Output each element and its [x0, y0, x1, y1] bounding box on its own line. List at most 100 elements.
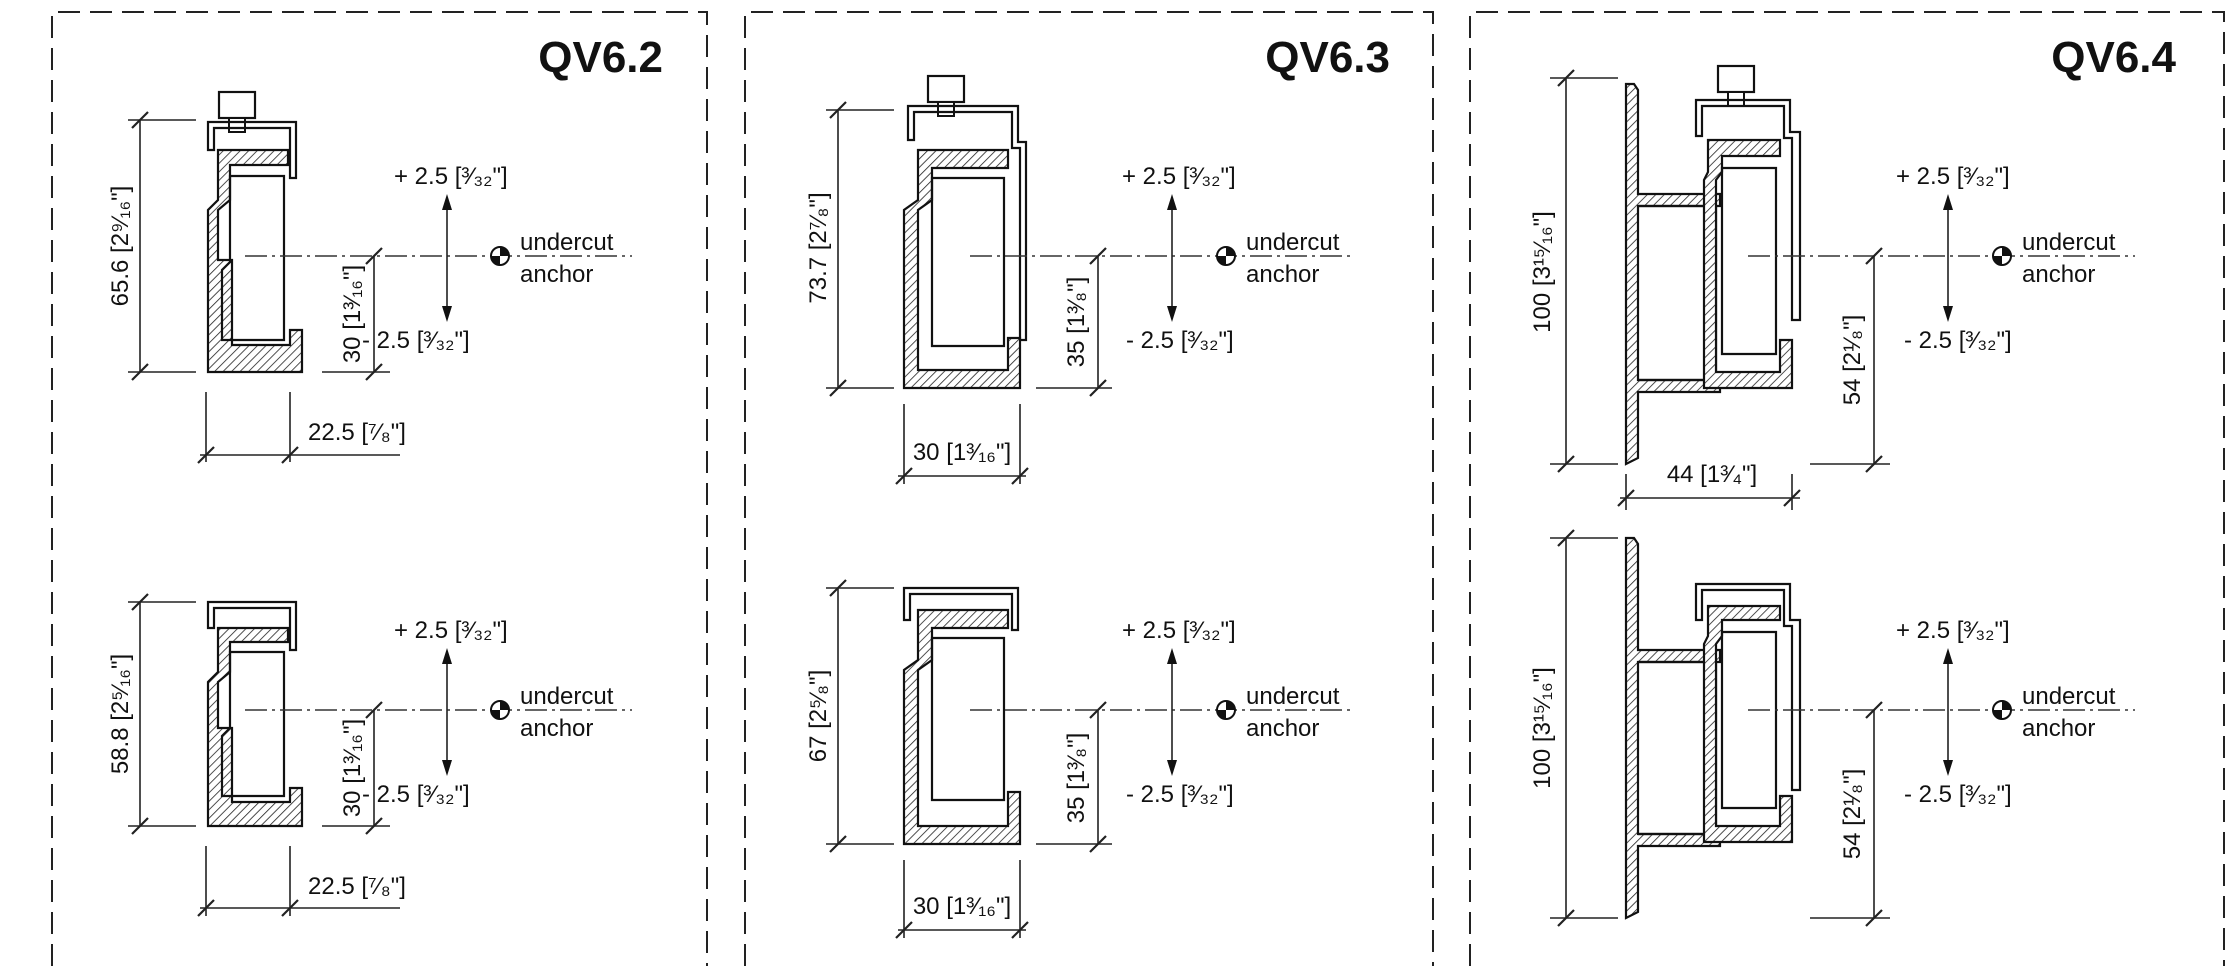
- panel-title: QV6.4: [2051, 33, 2176, 82]
- dim-height-bottom: 100 [3¹⁵⁄₁₆"]: [1529, 529, 1618, 927]
- panel-title: QV6.2: [538, 33, 663, 82]
- profile-section: [206, 626, 304, 828]
- panel-frame: [744, 11, 1434, 966]
- inner-outline: [220, 174, 286, 342]
- anchor-label-line2: anchor: [1246, 261, 1319, 288]
- height-label: 100 [3¹⁵⁄₁₆"]: [1529, 211, 1556, 333]
- anchor-label-line1: undercut: [520, 229, 614, 256]
- dim-width-top: 30 [1³⁄₁₆"]: [895, 404, 1029, 485]
- height-label: 67 [2⁵⁄₈"]: [805, 670, 832, 762]
- hook-outline: [1694, 98, 1802, 322]
- dim-width-top: 44 [1³⁄₄"]: [1617, 461, 1801, 510]
- anchor-symbol-bottom: undercut anchor: [1216, 683, 1340, 742]
- panel-title: QV6.3: [1265, 33, 1390, 82]
- panel-qv6-4: QV6.4 100 [3¹⁵⁄₁₆"] 54 [2¹⁄₈"]: [1469, 11, 2225, 966]
- offset-label: 30 [1³⁄₁₆"]: [339, 719, 366, 817]
- profile-section: [1702, 604, 1794, 844]
- profile-top: [902, 74, 1355, 390]
- minus-tolerance-label: - 2.5 [³⁄₃₂"]: [1126, 781, 1234, 808]
- anchor-symbol-bottom: undercut anchor: [1992, 683, 2116, 742]
- tolerance-top: + 2.5 [³⁄₃₂"] - 2.5 [³⁄₃₂"]: [1896, 163, 2012, 354]
- anchor-symbol-top: undercut anchor: [490, 229, 614, 288]
- adjust-screw: [926, 74, 966, 104]
- height-label: 100 [3¹⁵⁄₁₆"]: [1529, 667, 1556, 789]
- adjust-screw: [217, 90, 257, 120]
- profile-section: [1702, 138, 1794, 390]
- hook-outline: [906, 104, 1028, 342]
- width-label: 44 [1³⁄₄"]: [1667, 461, 1757, 488]
- dim-height-bottom: 67 [2⁵⁄₈"]: [805, 579, 894, 853]
- dim-offset-top: 35 [1³⁄₈"]: [1036, 247, 1112, 397]
- height-label: 65.6 [2⁹⁄₁₆"]: [107, 186, 134, 307]
- plus-tolerance-label: + 2.5 [³⁄₃₂"]: [1122, 163, 1236, 190]
- offset-label: 35 [1³⁄₈"]: [1063, 277, 1090, 368]
- anchor-label-line1: undercut: [2022, 683, 2116, 710]
- profile-section: [206, 148, 304, 374]
- screw-shaft: [937, 101, 955, 117]
- dim-width-bottom: 22.5 [⁷⁄₈"]: [197, 846, 406, 917]
- dim-offset-top: 54 [2¹⁄₈"]: [1810, 247, 1890, 473]
- profile-bottom: [902, 586, 1355, 846]
- plus-tolerance-label: + 2.5 [³⁄₃₂"]: [394, 617, 508, 644]
- dim-width-bottom: 30 [1³⁄₁₆"]: [895, 860, 1029, 939]
- profile-bottom: [206, 600, 632, 828]
- inner-outline: [930, 176, 1006, 348]
- anchor-symbol-top: undercut anchor: [1992, 229, 2116, 288]
- profile-top: [1624, 64, 2135, 466]
- minus-tolerance-label: - 2.5 [³⁄₃₂"]: [1126, 327, 1234, 354]
- screw-shaft: [228, 117, 246, 133]
- profile-section: [902, 608, 1022, 846]
- minus-tolerance-label: - 2.5 [³⁄₃₂"]: [1904, 781, 2012, 808]
- profile-bottom: [1624, 536, 2135, 920]
- dim-height-top: 73.7 [2⁷⁄₈"]: [805, 101, 894, 397]
- dim-width-top: 22.5 [⁷⁄₈"]: [197, 392, 406, 464]
- anchor-label-line1: undercut: [2022, 229, 2116, 256]
- dim-offset-bottom: 35 [1³⁄₈"]: [1036, 701, 1112, 853]
- hook-outline: [1694, 582, 1802, 792]
- tolerance-bottom: + 2.5 [³⁄₃₂"] - 2.5 [³⁄₃₂"]: [1122, 617, 1236, 808]
- anchor-symbol-bottom: undercut anchor: [490, 683, 614, 742]
- width-label: 22.5 [⁷⁄₈"]: [308, 419, 406, 446]
- plus-tolerance-label: + 2.5 [³⁄₃₂"]: [1122, 617, 1236, 644]
- anchor-symbol-top: undercut anchor: [1216, 229, 1340, 288]
- plus-tolerance-label: + 2.5 [³⁄₃₂"]: [1896, 163, 2010, 190]
- anchor-label-line2: anchor: [2022, 261, 2095, 288]
- inner-outline: [1720, 166, 1778, 356]
- profile-section: [902, 148, 1022, 390]
- minus-tolerance-label: - 2.5 [³⁄₃₂"]: [362, 781, 470, 808]
- width-label: 30 [1³⁄₁₆"]: [913, 893, 1011, 920]
- inner-outline: [220, 650, 286, 798]
- width-label: 22.5 [⁷⁄₈"]: [308, 873, 406, 900]
- height-label: 73.7 [2⁷⁄₈"]: [805, 192, 832, 303]
- tolerance-bottom: + 2.5 [³⁄₃₂"] - 2.5 [³⁄₃₂"]: [1896, 617, 2012, 808]
- anchor-label-line1: undercut: [1246, 229, 1340, 256]
- dim-offset-bottom: 30 [1³⁄₁₆"]: [322, 701, 390, 835]
- minus-tolerance-label: - 2.5 [³⁄₃₂"]: [362, 327, 470, 354]
- offset-label: 54 [2¹⁄₈"]: [1839, 315, 1866, 406]
- hook-outline: [206, 120, 298, 180]
- anchor-label-line2: anchor: [2022, 715, 2095, 742]
- anchor-label-line2: anchor: [1246, 715, 1319, 742]
- tolerance-bottom: + 2.5 [³⁄₃₂"] - 2.5 [³⁄₃₂"]: [362, 617, 508, 808]
- tolerance-top: + 2.5 [³⁄₃₂"] - 2.5 [³⁄₃₂"]: [362, 163, 508, 354]
- inner-outline: [1720, 630, 1778, 810]
- hook-outline: [902, 586, 1020, 632]
- panel-qv6-2: QV6.2 65.6 [2⁹⁄₁₆"] 30 [1³⁄₁₆"]: [51, 11, 708, 966]
- anchor-label-line1: undercut: [520, 683, 614, 710]
- dim-height-top: 100 [3¹⁵⁄₁₆"]: [1529, 69, 1618, 473]
- panel-frame: [51, 11, 708, 966]
- offset-label: 30 [1³⁄₁₆"]: [339, 265, 366, 363]
- adjust-screw: [1716, 64, 1756, 94]
- anchor-label-line2: anchor: [520, 261, 593, 288]
- offset-label: 54 [2¹⁄₈"]: [1839, 769, 1866, 860]
- width-label: 30 [1³⁄₁₆"]: [913, 439, 1011, 466]
- dim-offset-top: 30 [1³⁄₁₆"]: [322, 247, 390, 381]
- hook-outline: [206, 600, 298, 652]
- dim-offset-bottom: 54 [2¹⁄₈"]: [1810, 701, 1890, 927]
- inner-outline: [930, 636, 1006, 802]
- offset-label: 35 [1³⁄₈"]: [1063, 733, 1090, 824]
- tolerance-top: + 2.5 [³⁄₃₂"] - 2.5 [³⁄₃₂"]: [1122, 163, 1236, 354]
- panel-frame: [1469, 11, 2225, 966]
- minus-tolerance-label: - 2.5 [³⁄₃₂"]: [1904, 327, 2012, 354]
